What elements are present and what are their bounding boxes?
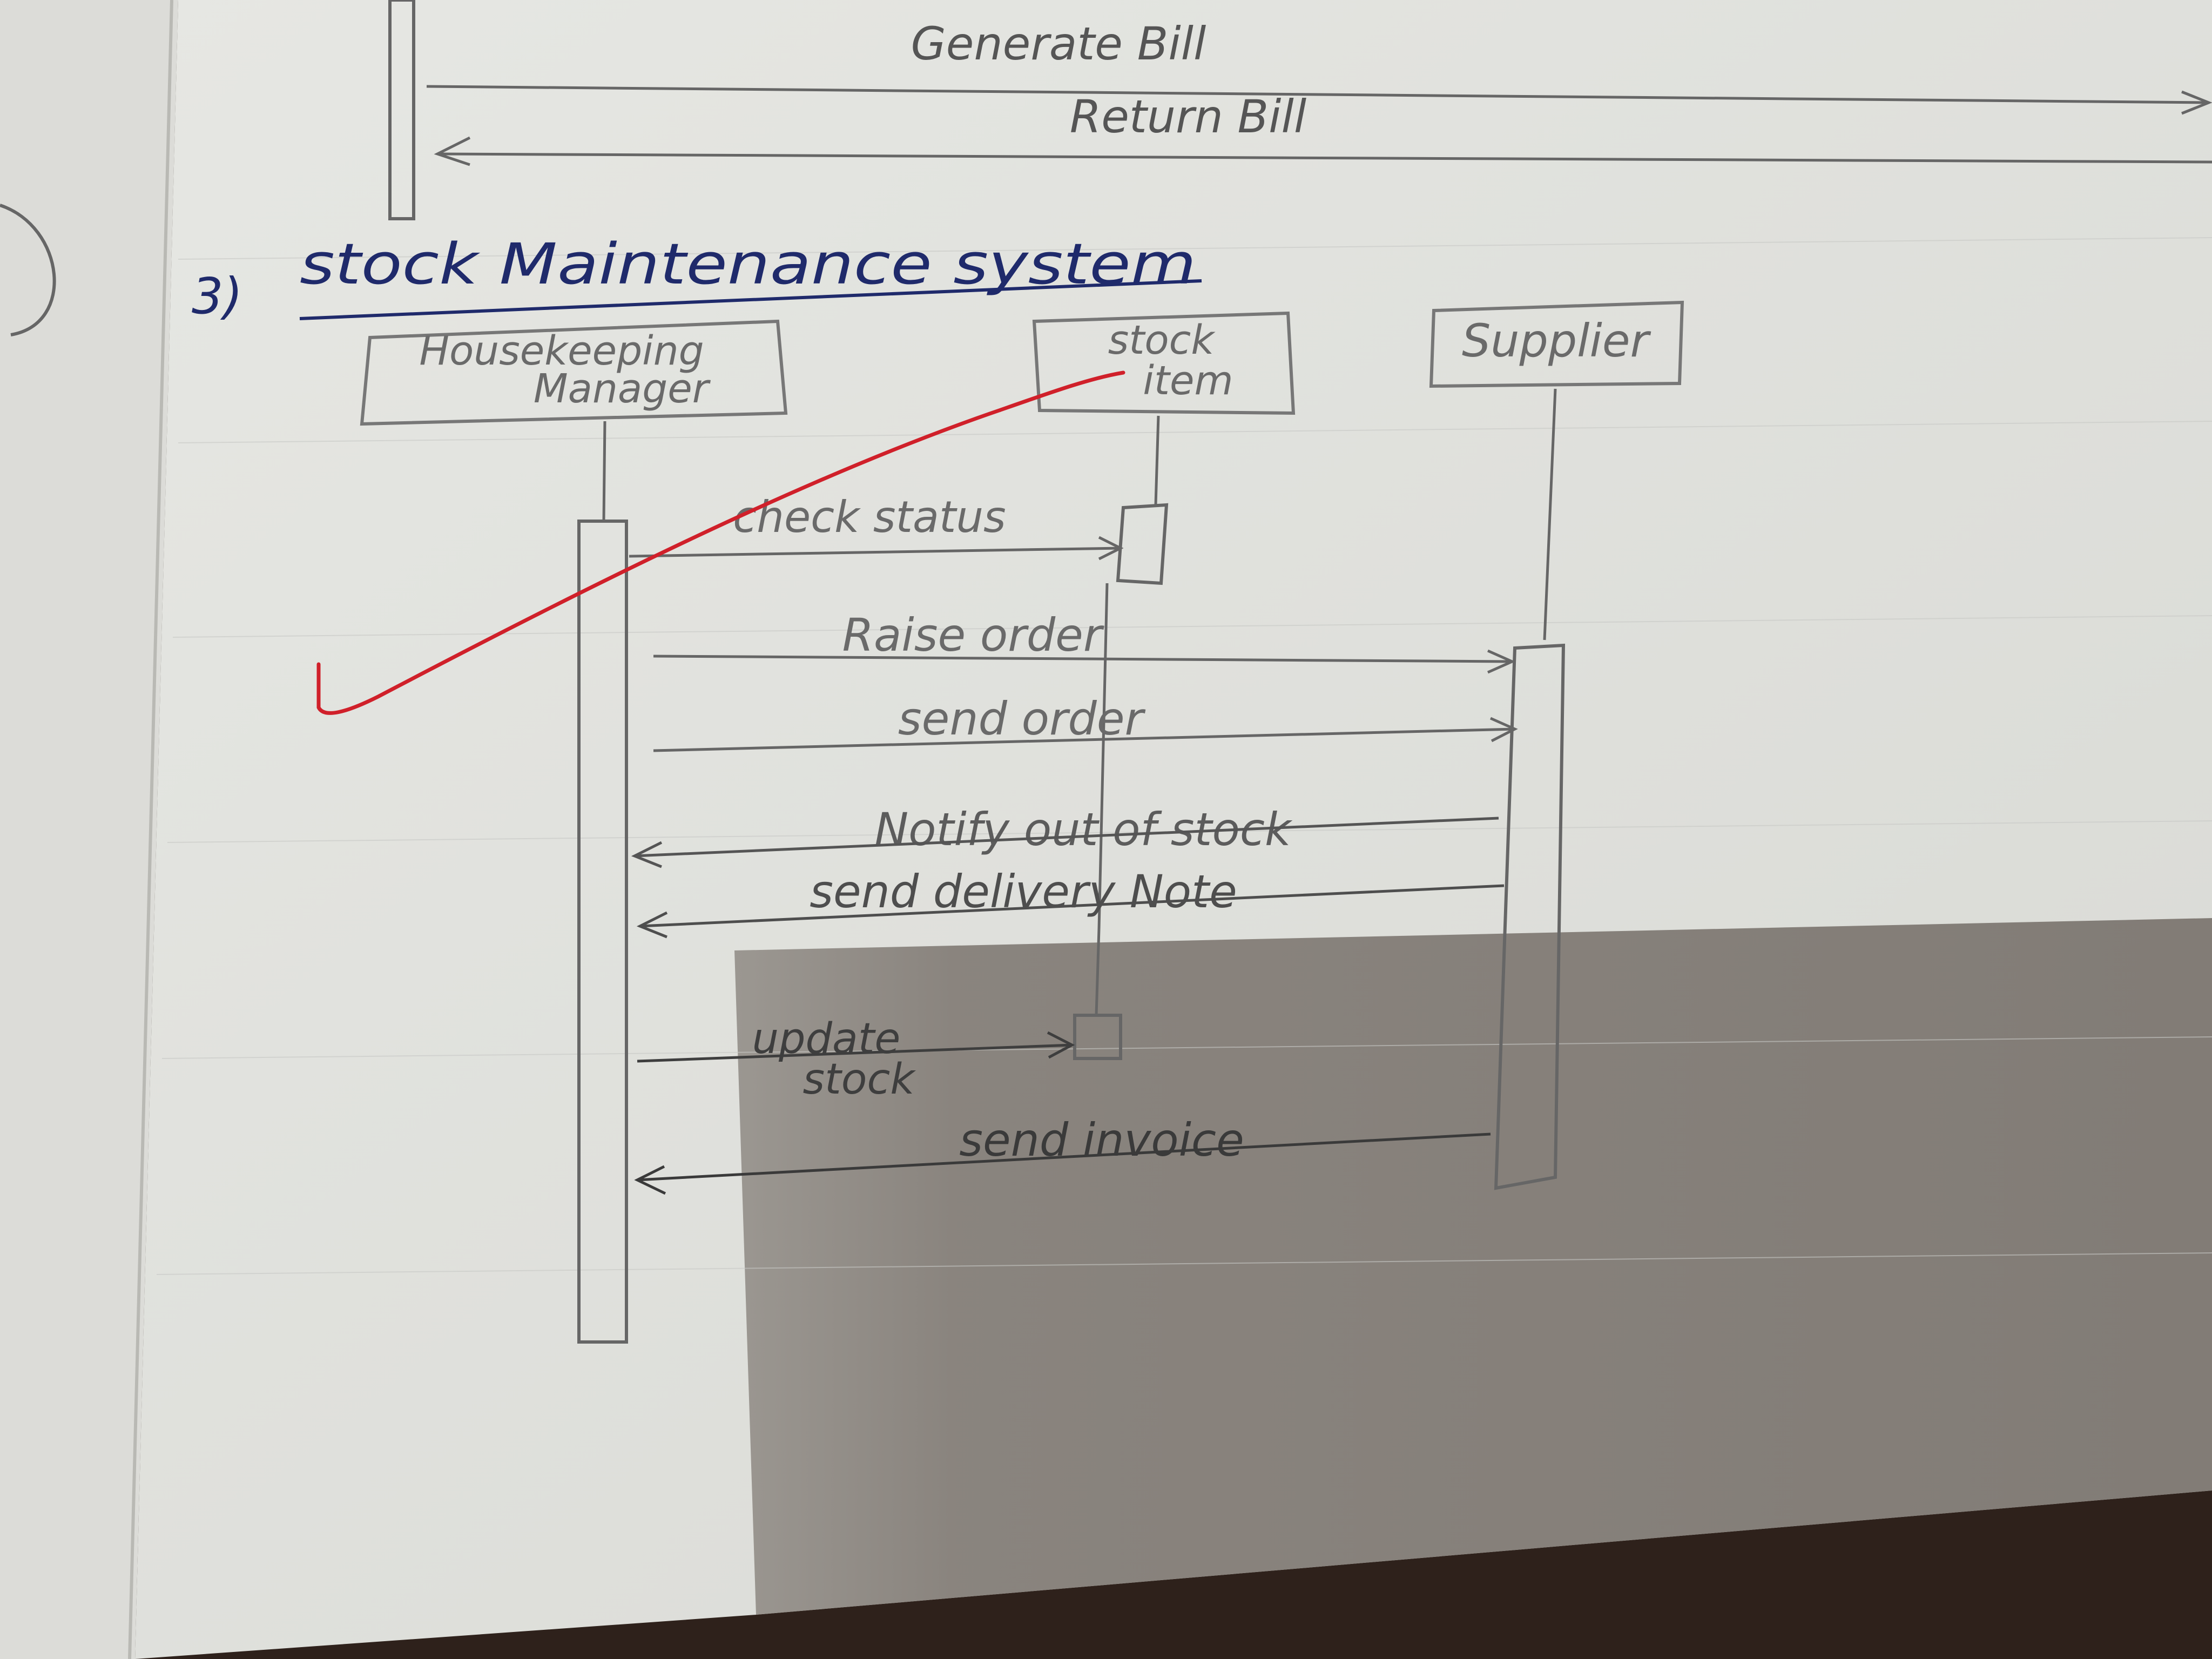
message-arrow (629, 547, 1121, 558)
message-notify-out-of-stock: Notify out of stock (631, 803, 1499, 868)
message-send-invoice: send invoice (634, 1114, 1491, 1195)
message-label: send delivery Note (810, 865, 1237, 918)
message-arrow (653, 727, 1515, 752)
message-label: send invoice (959, 1114, 1244, 1166)
message-update-stock: update stock (637, 1015, 1075, 1104)
top-activation-bar (388, 0, 415, 220)
message-arrow (637, 1043, 1073, 1063)
return-bill-arrowhead (434, 136, 471, 166)
activation-housekeeping-manager (577, 520, 628, 1344)
left-page (0, 0, 178, 1659)
message-send-delivery-note: send delivery Note (636, 865, 1505, 939)
top-section: Generate Bill Return Bill (388, 0, 2212, 220)
message-label: send order (898, 692, 1146, 745)
message-arrowhead (1047, 1031, 1075, 1059)
message-arrow (637, 1132, 1491, 1182)
message-arrow (639, 884, 1505, 928)
return-bill-label: Return Bill (1070, 90, 1306, 143)
paper-shadow (734, 918, 2212, 1615)
participant-housekeeping-manager: Housekeeping Manager (360, 319, 788, 426)
participant-label-line1: Supplier (1462, 314, 1651, 367)
lifeline-housekeeping-manager (602, 421, 606, 522)
participant-box (1429, 300, 1684, 388)
generate-bill-arrowhead (2181, 90, 2212, 115)
message-label: Raise order (842, 609, 1104, 662)
lifeline-supplier (1543, 388, 1557, 640)
section-title-underline (299, 279, 1202, 320)
section-number: 3) (192, 267, 242, 325)
generate-bill-arrow (426, 85, 2209, 104)
message-arrowhead (631, 841, 663, 868)
message-arrow (653, 655, 1513, 663)
participant-supplier: Supplier (1429, 300, 1684, 388)
participant-label-line1: Housekeeping (419, 328, 704, 374)
message-raise-order: Raise order (653, 609, 1516, 674)
message-arrowhead (634, 1165, 666, 1195)
activation-stock-item-2 (1073, 1014, 1122, 1060)
message-arrow (634, 817, 1499, 858)
lifelines (577, 388, 1566, 1344)
lifeline-stock-item (1154, 415, 1160, 505)
message-arrowhead (1489, 717, 1518, 743)
participant-label-line2: Manager (534, 366, 711, 412)
lifeline-stock-item-lower (1097, 583, 1109, 929)
participant-label-line2: item (1143, 358, 1233, 404)
doodle-arc (0, 204, 56, 336)
activation-supplier (1494, 643, 1566, 1190)
activation-stock-item-1 (1116, 503, 1169, 585)
participant-label-line1: stock (1108, 317, 1216, 363)
message-arrowhead (1487, 649, 1516, 674)
lifeline-stock-item-lower-2 (1095, 928, 1101, 1016)
section-heading: 3) stock Maintenance system (192, 231, 1202, 325)
message-send-order: send order (653, 692, 1518, 752)
message-label-line2: stock (803, 1055, 916, 1104)
message-arrowhead (1098, 536, 1124, 561)
messages: check status Raise order send order Noti… (629, 492, 1518, 1195)
generate-bill-label: Generate Bill (911, 17, 1206, 70)
page-fold (128, 0, 173, 1659)
message-arrowhead (636, 911, 668, 939)
participant-box (360, 319, 788, 426)
participant-stock-item: stock item (1032, 311, 1296, 415)
participant-box (1032, 311, 1296, 415)
red-check-mark (316, 370, 1125, 715)
return-bill-arrow (437, 152, 2212, 164)
